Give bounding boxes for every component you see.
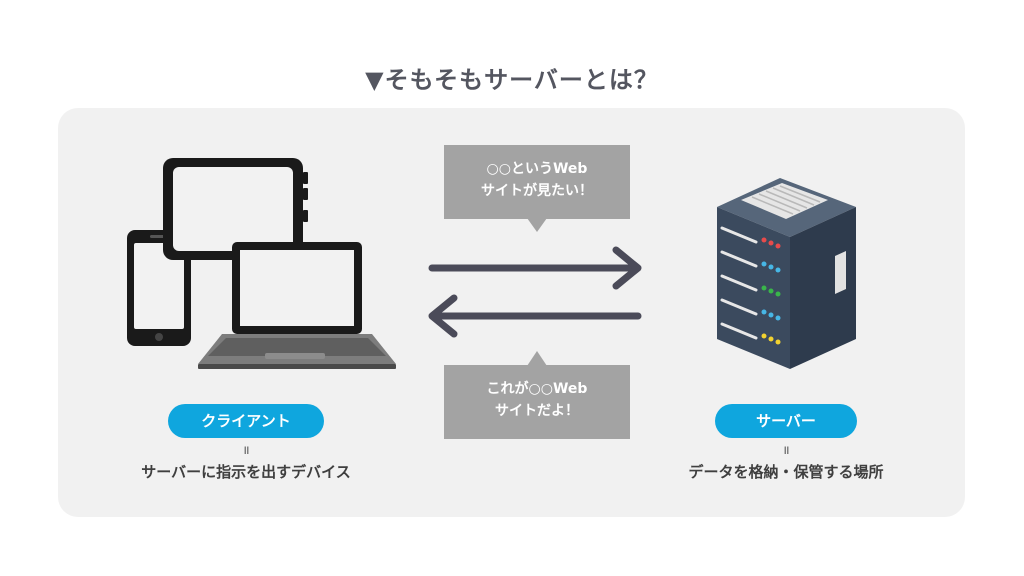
page-title: ▼そもそもサーバーとは？ [365,66,659,94]
request-bubble-line2: サイトが見たい！ [481,183,593,199]
arrow-left-icon [428,294,642,338]
server-rack-icon [717,178,856,369]
tablet-icon [163,158,308,260]
request-bubble-line1: ○○というWeb [486,161,588,177]
response-bubble-line1: これが○○Web [486,381,588,397]
client-label: クライアント [168,404,324,438]
client-description: サーバーに指示を出すデバイス [141,463,351,481]
response-bubble: これが○○Web サイトだよ！ [444,365,630,439]
response-bubble-tail [527,351,547,366]
request-bubble: ○○というWeb サイトが見たい！ [444,145,630,219]
laptop-icon [198,242,396,369]
client-equals-mark: ॥ [242,443,250,457]
server-label: サーバー [715,404,857,438]
server-equals-mark: ॥ [782,443,790,457]
arrow-right-icon [428,246,642,290]
server-description: データを格納・保管する場所 [688,463,884,481]
request-bubble-tail [527,218,547,232]
response-bubble-line2: サイトだよ！ [495,403,579,419]
